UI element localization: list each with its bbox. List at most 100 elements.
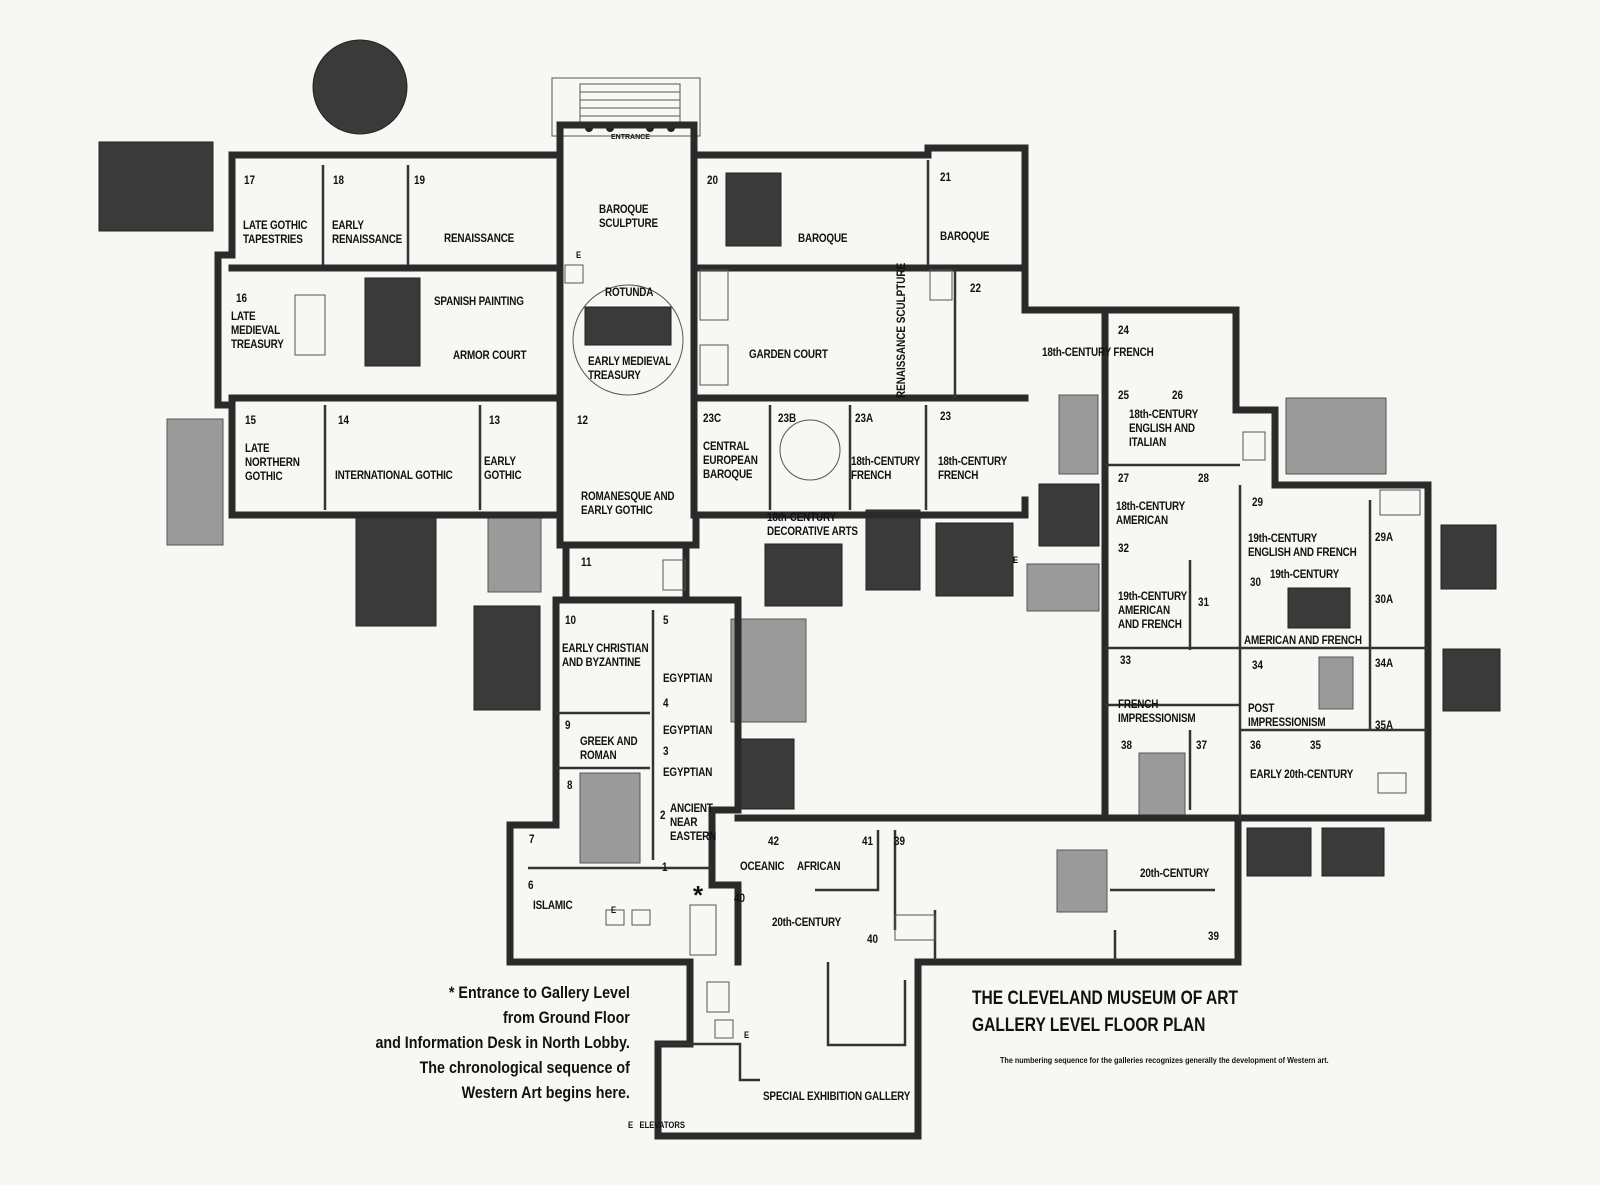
- gallery-number: 21: [940, 172, 952, 184]
- gallery-name: GREEK AND ROMAN: [580, 736, 638, 762]
- gallery-name: EGYPTIAN: [663, 673, 713, 685]
- gallery-number: 17: [244, 175, 256, 187]
- entrance-note-line: from Ground Floor: [503, 1008, 630, 1027]
- gallery-number: 19: [414, 175, 426, 187]
- gallery-number: 14: [338, 415, 350, 427]
- museum-title: THE CLEVELAND MUSEUM OF ART: [972, 988, 1239, 1009]
- altarpiece-image: [355, 514, 437, 627]
- gallery-number: 2: [660, 810, 666, 822]
- gallery-number: 7: [529, 834, 535, 846]
- gallery-number: 30A: [1375, 594, 1394, 606]
- gallery-name: LATE MEDIEVAL TREASURY: [231, 311, 284, 351]
- gallery-name: 19th-CENTURY AMERICAN AND FRENCH: [1118, 591, 1188, 631]
- gallery-name: EGYPTIAN: [663, 725, 713, 737]
- spanish-painting-image: [364, 277, 421, 367]
- gallery-number: 29: [1252, 497, 1264, 509]
- gallery-number: 30: [1250, 577, 1262, 589]
- porcelain-image: [764, 543, 843, 607]
- gallery-name: AFRICAN: [797, 861, 841, 873]
- gallery-number: 34: [1252, 660, 1264, 672]
- numbering-note: The numbering sequence for the galleries…: [1000, 1055, 1329, 1065]
- gallery-number: 18: [333, 175, 345, 187]
- gallery-name: INTERNATIONAL GOTHIC: [335, 470, 453, 482]
- gallery-number: 34A: [1375, 658, 1394, 670]
- gallery-number: 11: [581, 557, 592, 569]
- gallery-name: 18th-CENTURY FRENCH: [1042, 347, 1154, 359]
- landscape-19c-image: [1287, 587, 1351, 629]
- gallery-name: EARLY RENAISSANCE: [332, 220, 403, 246]
- madonna-statue-image: [487, 511, 542, 593]
- entrance-note-line: * Entrance to Gallery Level: [449, 983, 630, 1002]
- gallery-name: CENTRAL EUROPEAN BAROQUE: [703, 441, 758, 481]
- gallery-name: 18th-CENTURY ENGLISH AND ITALIAN: [1129, 409, 1199, 449]
- entrance-note-line: and Information Desk in North Lobby.: [375, 1033, 630, 1052]
- gallery-name: POST IMPRESSIONISM: [1248, 703, 1326, 729]
- gallery-name: LATE NORTHERN GOTHIC: [245, 443, 300, 483]
- gallery-number: 3: [663, 746, 669, 758]
- gallery-name: RENAISSANCE: [444, 233, 515, 245]
- gallery-name: SPANISH PAINTING: [434, 296, 524, 308]
- gallery-number: 23A: [855, 413, 874, 425]
- gallery-number: 26: [1172, 390, 1184, 402]
- elevator-mark-e3: E: [611, 905, 616, 915]
- gallery-number: 31: [1198, 597, 1210, 609]
- gallery-name: 18th-CENTURY DECORATIVE ARTS: [767, 512, 858, 538]
- cabinet-image: [1442, 648, 1501, 712]
- gallery-name: FRENCH IMPRESSIONISM: [1118, 699, 1196, 725]
- gallery-number: 10: [565, 615, 577, 627]
- icon-panel-image: [473, 605, 541, 711]
- gallery-number: 33: [1120, 655, 1132, 667]
- gallery-number: 32: [1118, 543, 1130, 555]
- gallery-name: BAROQUE SCULPTURE: [599, 204, 658, 230]
- gallery-number: 16: [236, 293, 248, 305]
- gallery-name: AMERICAN AND FRENCH: [1244, 635, 1362, 647]
- gallery-number: 24: [1118, 325, 1130, 337]
- gallery-name: 19th-CENTURY: [1270, 569, 1340, 581]
- gallery-number: 39: [894, 836, 906, 848]
- entrance-note-line: Western Art begins here.: [461, 1083, 630, 1102]
- gallery-number: 41: [862, 836, 874, 848]
- gallery-number: 15: [245, 415, 257, 427]
- elevator-mark-e1: E: [1013, 555, 1018, 565]
- gallery-name: 18th-CENTURY AMERICAN: [1116, 501, 1186, 527]
- entrance-note: * Entrance to Gallery Level from Ground …: [376, 980, 630, 1105]
- stairs: [294, 269, 1421, 956]
- portrait-man-image: [1038, 483, 1100, 547]
- gallery-number: 36: [1250, 740, 1262, 752]
- gallery-number: 22: [970, 283, 982, 295]
- gallery-number: 28: [1198, 473, 1210, 485]
- twentieth-century-painting-a-image: [1246, 827, 1312, 877]
- plan-subtitle: GALLERY LEVEL FLOOR PLAN: [972, 1015, 1206, 1036]
- gallery-number: 13: [489, 415, 501, 427]
- gallery-name: BAROQUE: [798, 233, 848, 245]
- seascape-image: [1285, 397, 1387, 475]
- gallery-name: GARDEN COURT: [749, 349, 828, 361]
- gallery-name: ROTUNDA: [605, 287, 654, 299]
- gallery-name: EARLY 20th-CENTURY: [1250, 769, 1354, 781]
- renaissance-sculpture-label: RENAISSANCE SCULPTURE: [896, 262, 908, 398]
- gallery-number: 23B: [778, 413, 797, 425]
- tapestry-image: [98, 141, 214, 232]
- sculpted-bust-image: [1440, 524, 1497, 590]
- baroque-painting-image: [725, 172, 782, 247]
- gallery-name: 18th-CENTURY FRENCH: [851, 456, 921, 482]
- gallery-name: OCEANIC: [740, 861, 785, 873]
- gallery-name: LATE GOTHIC TAPESTRIES: [243, 220, 308, 246]
- gallery-name: EGYPTIAN: [663, 767, 713, 779]
- gallery-number: 35: [1310, 740, 1322, 752]
- rococo-painting-image: [935, 522, 1014, 597]
- torso-image: [579, 772, 641, 864]
- gallery-number: 35A: [1375, 720, 1394, 732]
- gallery-number: 1: [662, 862, 668, 874]
- gallery-number: 40: [734, 893, 746, 905]
- gallery-number: 27: [1118, 473, 1130, 485]
- pharaoh-head-image: [730, 618, 807, 723]
- gallery-number: 9: [565, 720, 571, 732]
- gallery-name: ISLAMIC: [533, 900, 573, 912]
- gallery-number: 39: [1208, 931, 1220, 943]
- gallery-number: 20: [707, 175, 719, 187]
- elevators-legend: E ELEVATORS: [628, 1120, 685, 1130]
- gallery-name: EARLY MEDIEVAL TREASURY: [588, 356, 672, 382]
- impressionist-image: [1318, 656, 1354, 710]
